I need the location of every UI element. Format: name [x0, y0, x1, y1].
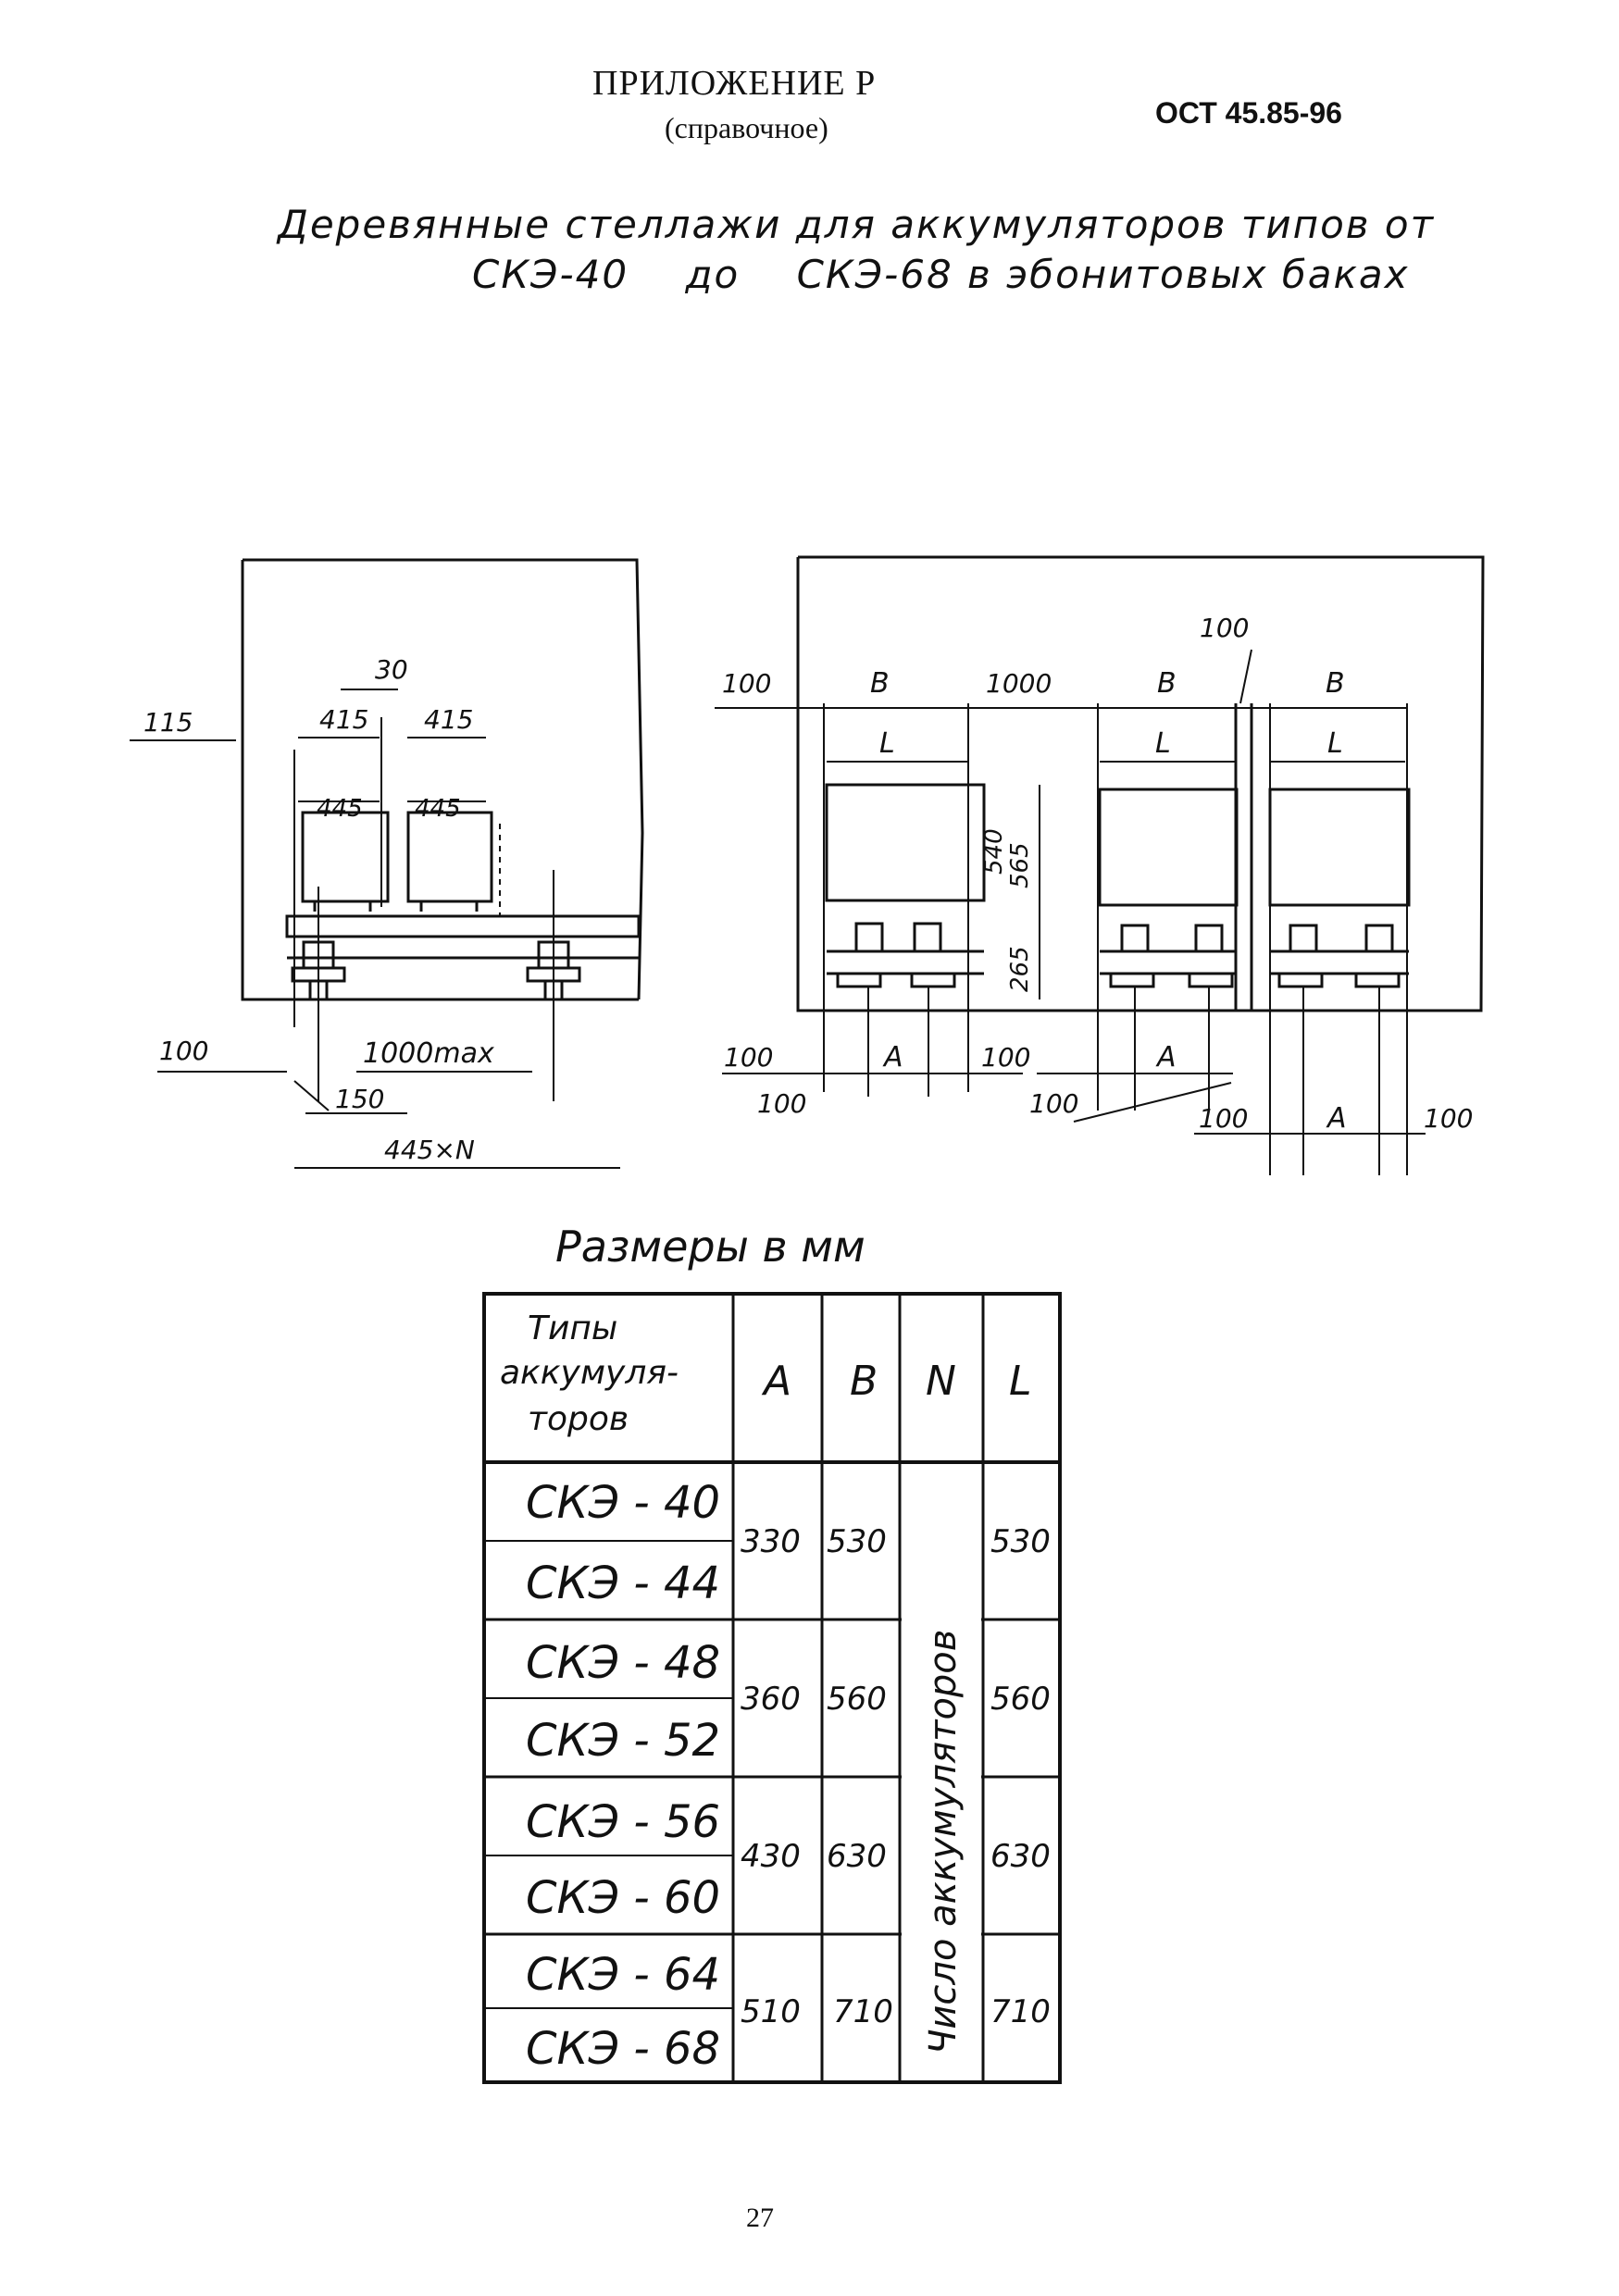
cell-L-3: 630 [990, 1838, 1051, 1875]
dimensions-table: Типы аккумуля- торов A В N L СКЭ - 40 СК… [482, 1292, 1062, 2084]
dim-415-a: 415 [319, 704, 368, 735]
cell-B-4: 710 [833, 1993, 893, 2030]
dim-100-left: 100 [159, 1036, 208, 1066]
cell-B-1: 530 [827, 1523, 887, 1560]
caption-line-2: СКЭ-40 до СКЭ-68 в эбонитовых баках [472, 252, 1410, 297]
dim-445xN: 445×N [384, 1135, 475, 1165]
caption-line-1: Деревянные стеллажи для аккумуляторов ти… [278, 202, 1436, 247]
header-types-line1: Типы [528, 1309, 617, 1347]
cell-A-1: 330 [741, 1523, 801, 1560]
appendix-subtitle: (справочное) [665, 111, 828, 144]
header-A: A [761, 1358, 791, 1405]
cell-A-4: 510 [741, 1993, 801, 2030]
dim-540: 540 [980, 828, 1008, 875]
header-types-line2: аккумуля- [500, 1354, 679, 1392]
type-ske-60: СКЭ - 60 [526, 1872, 720, 1924]
dim-100-r3: 100 [724, 1042, 773, 1073]
dim-100-r4: 100 [981, 1042, 1030, 1073]
cell-B-3: 630 [827, 1838, 887, 1875]
type-ske-44: СКЭ - 44 [526, 1558, 720, 1609]
dim-100-r1: 100 [722, 668, 771, 699]
type-ske-48: СКЭ - 48 [526, 1637, 720, 1689]
cell-L-4: 710 [990, 1993, 1051, 2030]
table-caption: Размеры в мм [555, 1222, 866, 1272]
type-ske-68: СКЭ - 68 [526, 2023, 720, 2075]
dim-B-1: В [870, 667, 890, 700]
dim-415-b: 415 [424, 704, 473, 735]
cell-B-2: 560 [827, 1681, 887, 1718]
header-types-line3: торов [528, 1400, 629, 1438]
dim-B-2: В [1157, 667, 1177, 700]
document-code: ОСТ 45.85-96 [1155, 96, 1342, 130]
dim-100-r8: 100 [1424, 1103, 1473, 1134]
dim-100-r5: 100 [757, 1088, 806, 1119]
dim-A-1: A [882, 1041, 903, 1074]
dim-L-1: L [879, 727, 895, 760]
dim-445-b: 445 [415, 795, 461, 823]
type-ske-40: СКЭ - 40 [526, 1477, 720, 1529]
appendix-title: ПРИЛОЖЕНИЕ Р [592, 64, 877, 103]
dim-115: 115 [143, 707, 193, 738]
dim-265: 265 [1006, 946, 1034, 992]
dim-100-r6: 100 [1029, 1088, 1078, 1119]
dim-100-r7: 100 [1199, 1103, 1248, 1134]
cell-L-1: 530 [990, 1523, 1051, 1560]
header-L: L [1009, 1358, 1032, 1405]
dim-30: 30 [375, 654, 408, 685]
header-B: В [850, 1358, 878, 1405]
dim-L-2: L [1155, 727, 1171, 760]
cell-L-2: 560 [990, 1681, 1051, 1718]
header-N: N [926, 1358, 956, 1405]
dim-445-a: 445 [317, 795, 363, 823]
type-ske-64: СКЭ - 64 [526, 1949, 720, 2001]
dim-150: 150 [335, 1084, 384, 1114]
page-number: 27 [746, 2203, 774, 2233]
dim-L-3: L [1327, 727, 1343, 760]
type-ske-52: СКЭ - 52 [526, 1715, 720, 1767]
dim-B-3: В [1326, 667, 1345, 700]
dim-565: 565 [1006, 842, 1034, 888]
cell-A-3: 430 [741, 1838, 801, 1875]
dim-100-r2: 100 [1200, 613, 1249, 643]
dim-A-3: A [1326, 1102, 1347, 1135]
type-ske-56: СКЭ - 56 [526, 1796, 720, 1848]
dim-1000-r: 1000 [986, 668, 1052, 699]
dim-A-2: A [1155, 1041, 1177, 1074]
cell-A-2: 360 [741, 1681, 801, 1718]
left-rack-drawing [130, 558, 644, 1169]
dim-1000max: 1000max [363, 1037, 494, 1070]
rack-drawings: 30 415 415 115 445 445 100 1000max 150 4… [130, 555, 1485, 1175]
right-rack-drawing [715, 555, 1485, 1175]
cell-N-vertical: Число аккумуляторов [922, 1630, 965, 2054]
